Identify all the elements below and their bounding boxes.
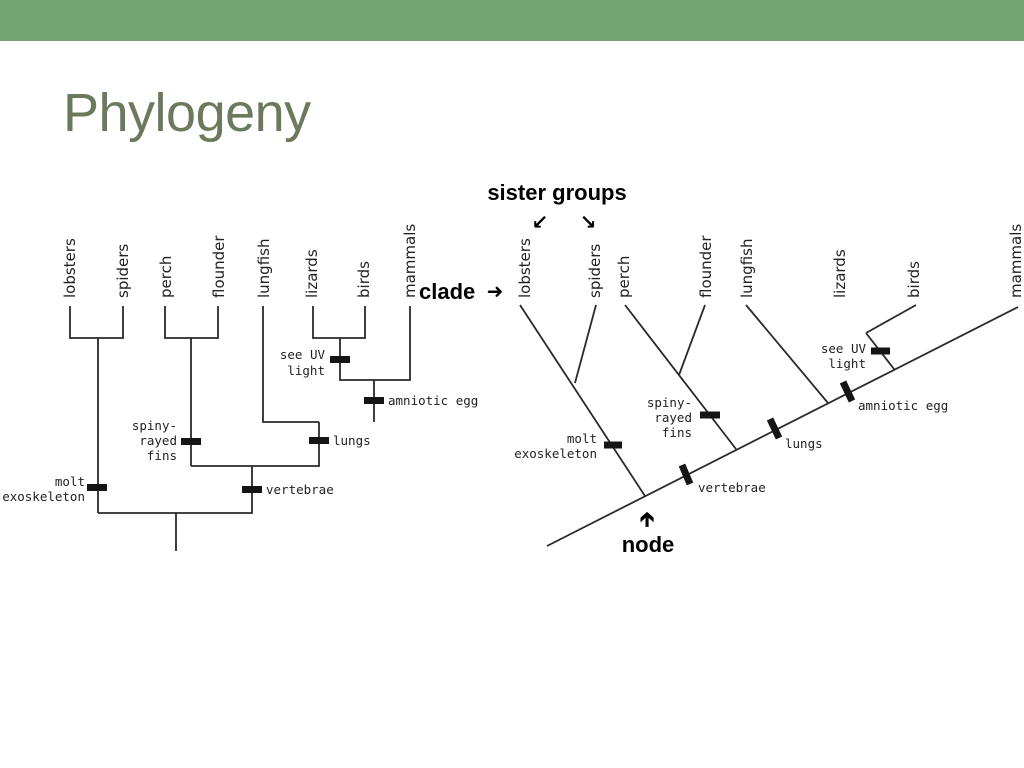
arrow-down-right-icon: ↘ <box>580 210 597 234</box>
arrow-right-icon: ➜ <box>487 279 504 303</box>
left-trait-exoskeleton: exoskeleton <box>2 489 85 504</box>
left-taxon-flounder: flounder <box>210 235 228 298</box>
left-trait-fins: fins <box>147 448 177 463</box>
left-taxon-mammals: mammals <box>401 224 419 298</box>
right-trait-vertebrae: vertebrae <box>698 480 766 495</box>
left-trait-spiny: spiny- <box>132 418 177 433</box>
left-taxon-lobsters: lobsters <box>61 238 79 298</box>
left-marker-lungs <box>309 437 329 444</box>
left-branches <box>69 306 411 551</box>
left-taxon-lungfish: lungfish <box>255 239 273 298</box>
callout-node: node <box>622 532 675 557</box>
left-taxon-birds: birds <box>355 261 373 298</box>
arrow-down-left-icon: ↙ <box>532 210 549 234</box>
left-taxon-perch: perch <box>157 256 175 298</box>
left-trait-molt: molt <box>55 474 85 489</box>
callout-sister-groups: sister groups <box>487 180 626 205</box>
right-taxon-lobsters: lobsters <box>516 238 534 298</box>
right-marker-amniotic-egg <box>839 380 856 403</box>
arrow-up-icon: 🡱 <box>640 507 654 531</box>
right-taxon-perch: perch <box>615 256 633 298</box>
right-taxon-flounder: flounder <box>697 235 715 298</box>
left-marker-uv <box>330 356 350 363</box>
left-taxon-lizards: lizards <box>303 249 321 298</box>
right-taxon-lizards: lizards <box>831 249 849 298</box>
right-taxon-spiders: spiders <box>586 244 604 298</box>
left-marker-amniotic-egg <box>364 397 384 404</box>
right-marker-vertebrae <box>678 463 694 486</box>
left-trait-light: light <box>287 363 325 378</box>
left-marker-vertebrae <box>242 486 262 493</box>
right-trait-see-uv: see UV <box>821 341 867 356</box>
right-trait-lungs: lungs <box>785 436 823 451</box>
right-trait-rayed: rayed <box>654 410 692 425</box>
right-taxon-birds: birds <box>905 261 923 298</box>
right-taxon-lungfish: lungfish <box>738 239 756 298</box>
right-trait-amniotic-egg: amniotic egg <box>858 398 948 413</box>
left-trait-rayed: rayed <box>139 433 177 448</box>
left-trait-see-uv: see UV <box>280 347 326 362</box>
right-marker-lungs <box>766 417 783 440</box>
left-trait-lungs: lungs <box>333 433 371 448</box>
left-taxon-spiders: spiders <box>114 244 132 298</box>
left-marker-molt <box>87 484 107 491</box>
header-bar <box>0 0 1024 41</box>
left-marker-spiny-fins <box>181 438 201 445</box>
right-cladogram: lobsters spiders perch flounder lungfish… <box>419 180 1024 557</box>
right-trait-fins: fins <box>662 425 692 440</box>
right-taxon-mammals: mammals <box>1007 224 1024 298</box>
right-trait-exoskeleton: exoskeleton <box>514 446 597 461</box>
page-title: Phylogeny <box>63 83 311 143</box>
callout-clade: clade <box>419 279 475 304</box>
left-trait-vertebrae: vertebrae <box>266 482 334 497</box>
right-trait-molt: molt <box>567 431 597 446</box>
right-trait-light: light <box>828 356 866 371</box>
right-branches <box>519 304 1019 547</box>
right-trait-spiny: spiny- <box>647 395 692 410</box>
left-trait-amniotic-egg: amniotic egg <box>388 393 478 408</box>
left-cladogram: lobsters spiders perch flounder lungfish… <box>2 224 478 551</box>
